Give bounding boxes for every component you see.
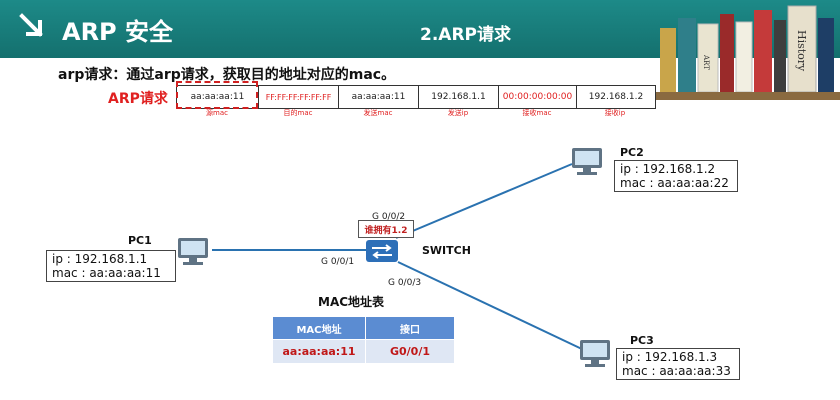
book-spine-label: History [795, 30, 808, 72]
pc1-mac: mac : aa:aa:aa:11 [52, 266, 161, 280]
book-spine [678, 18, 696, 92]
pc1-info-box: ip : 192.168.1.1 mac : aa:aa:aa:11 [46, 250, 176, 282]
book-spine [818, 18, 834, 92]
book-spine [720, 14, 734, 92]
packet-field-sender-mac: aa:aa:aa:11 [339, 86, 419, 108]
pc3-ip: ip : 192.168.1.3 [622, 350, 718, 364]
mac-table-title: MAC地址表 [318, 295, 385, 309]
packet-caption: 发送ip [447, 109, 469, 117]
pc1-ip: ip : 192.168.1.1 [52, 252, 148, 266]
book-spine-label: ART [702, 54, 710, 70]
link-switch-pc2 [395, 163, 573, 239]
book-spine [787, 5, 817, 93]
packet-label: ARP请求 [108, 91, 168, 107]
pc1-label: PC1 [128, 234, 152, 247]
pc1-icon [178, 238, 208, 265]
arp-packet: aa:aa:aa:11 FF:FF:FF:FF:FF:FF aa:aa:aa:1… [176, 85, 656, 109]
arrow-icon [19, 13, 43, 37]
table-cell-port: G0/0/1 [365, 339, 455, 364]
column-header-mac: MAC地址 [272, 316, 366, 340]
table-cell-mac: aa:aa:aa:11 [272, 339, 366, 364]
port-label-g001: G 0/0/1 [321, 257, 355, 267]
packet-caption: 发送mac [363, 109, 393, 117]
pc2-icon [572, 148, 602, 175]
switch-icon [366, 240, 398, 262]
highlight-box [176, 81, 258, 109]
packet-field-dst-mac: FF:FF:FF:FF:FF:FF [259, 86, 339, 108]
pc3-label: PC3 [630, 334, 654, 347]
book-spine [754, 10, 772, 92]
table-header-row: MAC地址 接口 [272, 316, 455, 340]
mac-address-table: MAC地址 接口 aa:aa:aa:11 G0/0/1 [272, 316, 455, 364]
port-label-g003: G 0/0/3 [388, 278, 422, 288]
bookshelf [656, 92, 840, 100]
link-switch-pc3 [397, 261, 585, 351]
pc2-info-box: ip : 192.168.1.2 mac : aa:aa:aa:22 [614, 160, 738, 192]
port-label-g002: G 0/0/2 [372, 212, 406, 222]
pc3-icon [580, 340, 610, 367]
packet-caption: 目的mac [283, 109, 313, 117]
packet-field-target-mac: 00:00:00:00:00 [499, 86, 577, 108]
packet-caption: 源mac [206, 109, 228, 117]
pc3-info-box: ip : 192.168.1.3 mac : aa:aa:aa:33 [616, 348, 740, 380]
pc2-mac: mac : aa:aa:aa:22 [620, 176, 729, 190]
column-header-port: 接口 [365, 316, 455, 340]
packet-captions: 源mac 目的mac 发送mac 发送ip 接收mac 接收ip [176, 108, 654, 118]
book-spine [660, 28, 676, 92]
packet-caption: 接收mac [522, 109, 552, 117]
pc2-label: PC2 [620, 146, 644, 159]
packet-field-src-mac: aa:aa:aa:11 [177, 86, 259, 108]
packet-field-sender-ip: 192.168.1.1 [419, 86, 499, 108]
page-title: ARP 安全 [62, 18, 173, 46]
pc2-ip: ip : 192.168.1.2 [620, 162, 716, 176]
packet-caption: 接收ip [604, 109, 626, 117]
books-illustration: ART History [656, 5, 840, 100]
page-subtitle: 2.ARP请求 [420, 25, 511, 45]
packet-field-target-ip: 192.168.1.2 [588, 92, 644, 102]
book-spine [774, 20, 786, 92]
pc3-mac: mac : aa:aa:aa:33 [622, 364, 731, 378]
table-row: aa:aa:aa:11 G0/0/1 [272, 339, 455, 364]
description-text: arp请求：通过arp请求，获取目的地址对应的mac。 [58, 67, 396, 83]
arp-query-callout: 谁拥有1.2 [358, 220, 414, 238]
switch-label: SWITCH [422, 244, 471, 257]
